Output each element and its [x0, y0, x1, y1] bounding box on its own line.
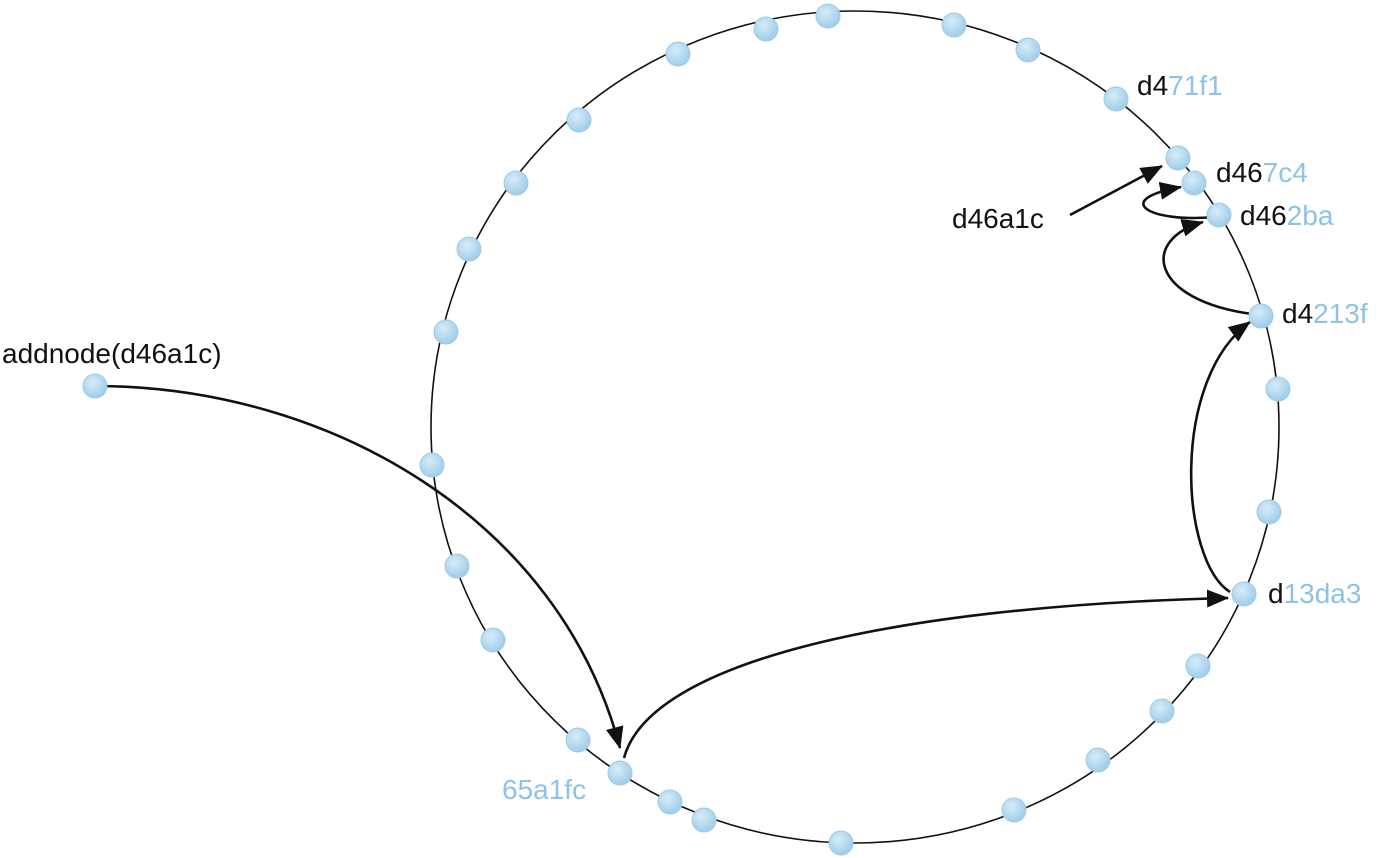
- ring-node: [1149, 698, 1175, 724]
- ring-node: [941, 12, 967, 38]
- ring-node: [665, 41, 691, 67]
- ring-node: [456, 236, 482, 262]
- ring-node: [828, 830, 854, 856]
- query-key-label: d46a1c: [952, 203, 1044, 234]
- ring-node: [503, 170, 529, 196]
- ring-node-d471f1: [1103, 86, 1129, 112]
- ring-node: [565, 727, 591, 753]
- ring-node: [566, 107, 592, 133]
- ring-node: [433, 319, 459, 345]
- label-d467c4: d467c4: [1216, 157, 1308, 188]
- ring-node-d13da3: [1231, 581, 1257, 607]
- ring-node-query-target: [1165, 145, 1191, 171]
- label-d4213f-light: 213f: [1313, 298, 1368, 329]
- joining-node: [82, 373, 108, 399]
- ring-node: [480, 627, 506, 653]
- ring-node-65a1fc: [607, 760, 633, 786]
- ring-node: [1001, 797, 1027, 823]
- label-65a1fc: 65a1fc: [502, 774, 586, 805]
- label-d4213f: d4213f: [1282, 298, 1368, 329]
- label-d13da3-dark: d: [1268, 578, 1284, 609]
- label-d471f1: d471f1: [1137, 70, 1223, 101]
- ring-node: [1185, 653, 1211, 679]
- label-d462ba-light: 2ba: [1287, 200, 1334, 231]
- label-d462ba-dark: d46: [1240, 200, 1287, 231]
- label-d4213f-dark: d4: [1282, 298, 1313, 329]
- ring-node: [1085, 747, 1111, 773]
- ring-node-d4213f: [1248, 303, 1274, 329]
- edge-query-to-d471f1: [1069, 164, 1163, 217]
- ring-node-d467c4: [1181, 170, 1207, 196]
- edge-d462ba-to-d467c4: [1142, 181, 1215, 220]
- edge-65a1fc-to-d13da3: [622, 589, 1229, 759]
- label-d471f1-light: 71f1: [1168, 70, 1223, 101]
- ring-node-d462ba: [1206, 202, 1232, 228]
- ring-node: [444, 553, 470, 579]
- label-d471f1-dark: d4: [1137, 70, 1168, 101]
- ring-node: [1015, 37, 1041, 63]
- label-d13da3: d13da3: [1268, 578, 1361, 609]
- ring-node: [691, 807, 717, 833]
- edge-d4213f-to-d462ba: [1162, 219, 1253, 316]
- label-d13da3-light: 13da3: [1284, 578, 1362, 609]
- label-d467c4-dark: d46: [1216, 157, 1263, 188]
- ring-node: [657, 789, 683, 815]
- ring-nodes: [419, 3, 1291, 856]
- edge-addnode-to-65a1fc: [94, 384, 624, 749]
- label-d462ba: d462ba: [1240, 200, 1334, 231]
- addnode-label: addnode(d46a1c): [2, 338, 222, 369]
- ring-node: [1265, 376, 1291, 402]
- hash-ring: [430, 10, 1280, 844]
- ring-node: [419, 452, 445, 478]
- label-65a1fc-light: 65a1fc: [502, 774, 586, 805]
- ring-node: [815, 3, 841, 29]
- ring-node: [753, 16, 779, 42]
- ring-node: [1256, 499, 1282, 525]
- edge-d13da3-to-d4213f: [1189, 320, 1251, 594]
- label-d467c4-light: 7c4: [1263, 157, 1308, 188]
